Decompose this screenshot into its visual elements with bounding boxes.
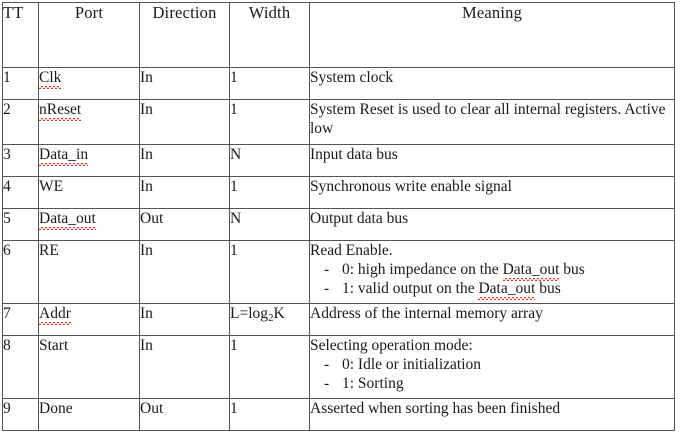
cell-meaning: Synchronous write enable signal (309, 176, 675, 209)
cell-meaning: Address of the internal memory array (309, 303, 675, 336)
cell-tt: 4 (2, 176, 39, 209)
spellcheck-underline: Data_out (478, 280, 536, 300)
bullet-dash-marker: - (324, 261, 330, 278)
cell-tt: 5 (2, 208, 39, 241)
cell-direction: In (139, 99, 230, 145)
cell-tt: 6 (2, 240, 39, 304)
cell-width: 1 (229, 240, 310, 304)
cell-port: nReset (38, 99, 140, 145)
cell-direction: Out (139, 208, 230, 241)
cell-direction: Out (139, 398, 230, 431)
cell-port: WE (38, 176, 140, 209)
cell-width: N (229, 144, 310, 177)
meaning-bullet-list: -0: Idle or initialization -1: Sorting (310, 355, 674, 393)
bullet-dash-marker: - (324, 280, 330, 297)
cell-direction: In (139, 67, 230, 100)
meaning-bullet-item: -0: high impedance on the Data_out bus (324, 261, 585, 281)
column-header-tt: TT (2, 2, 39, 68)
cell-width: 1 (229, 67, 310, 100)
column-header-width: Width (229, 2, 310, 68)
spellcheck-underline: nReset (39, 101, 82, 121)
cell-meaning: System clock (309, 67, 675, 100)
cell-width: L=log2K (229, 303, 310, 336)
cell-tt: 1 (2, 67, 39, 100)
spellcheck-underline: Clk (39, 69, 62, 89)
column-header-meaning: Meaning (309, 2, 675, 68)
bullet-dash-marker: - (324, 375, 330, 392)
cell-direction: In (139, 335, 230, 399)
meaning-bullet-list: -0: high impedance on the Data_out bus-1… (310, 260, 674, 300)
cell-direction: In (139, 144, 230, 177)
spellcheck-underline: Data_in (39, 146, 89, 166)
meaning-bullet-item: -1: valid output on the Data_out bus (324, 280, 561, 300)
table-header-row: TT Port Direction Width Meaning (2, 2, 675, 68)
cell-meaning: Input data bus (309, 144, 675, 177)
cell-tt: 8 (2, 335, 39, 399)
cell-port: Data_out (38, 208, 140, 241)
cell-meaning: Read Enable.-0: high impedance on the Da… (309, 240, 675, 304)
cell-tt: 9 (2, 398, 39, 431)
width-subscript: 2 (268, 311, 274, 324)
cell-tt: 2 (2, 99, 39, 145)
cell-width: N (229, 208, 310, 241)
cell-width: 1 (229, 99, 310, 145)
spellcheck-underline: Data_out (502, 261, 560, 281)
cell-width: 1 (229, 176, 310, 209)
meaning-heading: Selecting operation mode: (310, 337, 473, 354)
meaning-heading: Read Enable. (310, 242, 393, 259)
spellcheck-underline: Addr (39, 305, 71, 325)
cell-port: Addr (38, 303, 140, 336)
cell-tt: 7 (2, 303, 39, 336)
cell-port: Data_in (38, 144, 140, 177)
cell-tt: 3 (2, 144, 39, 177)
bullet-dash-marker: - (324, 356, 330, 373)
cell-meaning: System Reset is used to clear all intern… (309, 99, 675, 145)
cell-width: 1 (229, 335, 310, 399)
spellcheck-underline: Data_out (39, 210, 96, 230)
cell-port: Clk (38, 67, 140, 100)
cell-meaning: Selecting operation mode:-0: Idle or ini… (309, 335, 675, 399)
cell-direction: In (139, 240, 230, 304)
cell-width: 1 (229, 398, 310, 431)
cell-port: Start (38, 335, 140, 399)
cell-meaning: Output data bus (309, 208, 675, 241)
cell-direction: In (139, 176, 230, 209)
cell-meaning: Asserted when sorting has been finished (309, 398, 675, 431)
cell-direction: In (139, 303, 230, 336)
cell-port: Done (38, 398, 140, 431)
meaning-bullet-item: -0: Idle or initialization (324, 356, 482, 373)
meaning-bullet-item: -1: Sorting (324, 375, 404, 392)
cell-port: RE (38, 240, 140, 304)
column-header-direction: Direction (139, 2, 230, 68)
column-header-port: Port (38, 2, 140, 68)
